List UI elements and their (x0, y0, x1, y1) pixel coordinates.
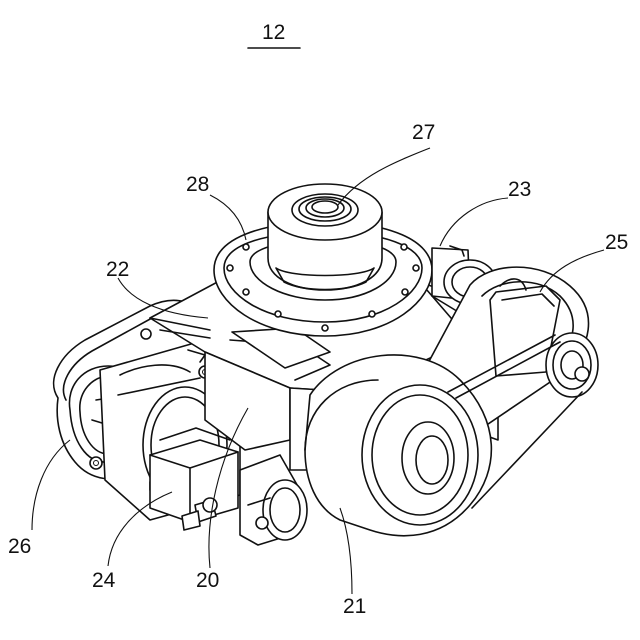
ref-26: 26 (8, 535, 31, 558)
ref-21: 21 (343, 595, 366, 618)
ref-22: 22 (106, 258, 129, 281)
leader-26 (32, 440, 70, 530)
ref-25: 25 (605, 231, 628, 254)
ref-24: 24 (92, 569, 116, 592)
ref-23: 23 (508, 178, 531, 201)
ref-27: 27 (412, 121, 435, 144)
ref-20: 20 (196, 569, 219, 592)
figure-label: 12 (262, 21, 285, 44)
leader-23 (440, 198, 508, 246)
bolt-icon (90, 457, 102, 469)
leader-28 (210, 195, 246, 240)
ref-28: 28 (186, 173, 209, 196)
top-bearing-cylinder (268, 184, 382, 290)
